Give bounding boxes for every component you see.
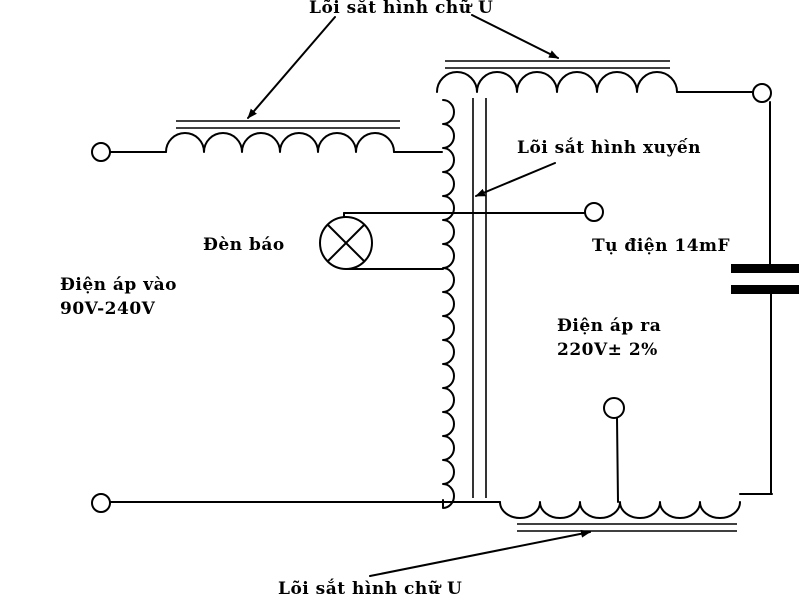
label-indicator-lamp: Đèn báo: [203, 235, 285, 255]
input-terminal-bottom[interactable]: [91, 493, 111, 513]
output-coil-top: [436, 71, 678, 93]
label-input-voltage-range: 90V-240V: [60, 299, 156, 319]
u-core-top-right: [445, 60, 670, 69]
label-output-voltage-title: Điện áp ra: [557, 316, 662, 336]
label-toroid-core: Lõi sắt hình xuyến: [517, 138, 702, 158]
u-core-bottom: [517, 523, 737, 532]
capacitor-plate-top: [731, 264, 799, 273]
capacitor-plate-bottom: [731, 285, 799, 294]
input-coil: [165, 132, 395, 153]
output-coil-bottom: [499, 501, 741, 519]
toroid-core-arrow: [475, 162, 556, 197]
u-core-bottom-arrow: [369, 529, 591, 577]
input-terminal-top[interactable]: [91, 142, 111, 162]
label-output-voltage-value: 220V± 2%: [557, 340, 658, 360]
output-terminal-top-right[interactable]: [752, 83, 772, 103]
output-center-tap-terminal[interactable]: [603, 397, 625, 419]
toroid-winding: [442, 99, 455, 509]
label-u-core-top: Lõi sắt hình chữ U: [309, 0, 494, 18]
label-input-voltage-title: Điện áp vào: [60, 275, 177, 295]
u-core-top-left: [176, 120, 400, 129]
u-core-top-left-arrow: [247, 16, 336, 119]
center-tap-wire: [616, 417, 619, 503]
indicator-lamp-symbol: [319, 216, 373, 270]
u-core-top-right-arrow: [471, 14, 559, 59]
label-capacitor: Tụ điện 14mF: [592, 236, 731, 256]
toroid-core-lines: [472, 98, 487, 498]
label-u-core-bottom: Lõi sắt hình chữ U: [278, 579, 463, 599]
tap-terminal[interactable]: [584, 202, 604, 222]
